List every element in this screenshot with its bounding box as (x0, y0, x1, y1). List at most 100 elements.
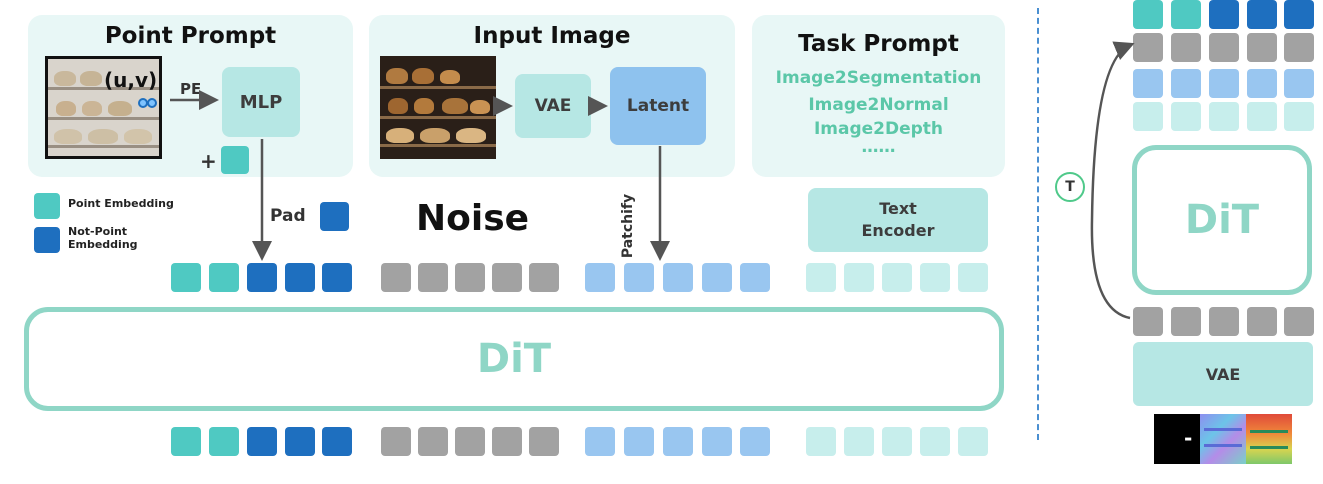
output-dash: - (1184, 426, 1193, 450)
task-prompt-panel: Task Prompt Image2Segmentation Image2Nor… (752, 15, 1005, 177)
token-noise (1284, 307, 1314, 336)
token-not-point (322, 427, 352, 456)
dit-side-label: DiT (1184, 197, 1260, 243)
token-text (1133, 102, 1163, 131)
token-text (1247, 102, 1277, 131)
output-depth (1246, 414, 1292, 464)
legend-point-swatch (34, 193, 60, 219)
token-noise (455, 427, 485, 456)
output-normal (1200, 414, 1246, 464)
token-point (1171, 0, 1201, 29)
token-point (171, 427, 201, 456)
task-item: Image2Segmentation (775, 68, 982, 88)
token-noise (492, 263, 522, 292)
point-marker-icon (138, 98, 157, 108)
token-noise (1133, 33, 1163, 62)
legend-point-label: Point Embedding (68, 197, 174, 210)
point-prompt-title: Point Prompt (104, 23, 277, 49)
token-text (882, 427, 912, 456)
dit-main-label: DiT (476, 336, 552, 382)
pad-token (320, 202, 349, 231)
token-text (1209, 102, 1239, 131)
token-noise (381, 427, 411, 456)
token-point (171, 263, 201, 292)
token-latent (624, 263, 654, 292)
token-latent (702, 263, 732, 292)
point-token-small (221, 146, 249, 174)
token-point (1133, 0, 1163, 29)
token-latent (1209, 69, 1239, 98)
token-latent (663, 263, 693, 292)
token-text (1284, 102, 1314, 131)
legend-not-point-label: Not-Point Embedding (68, 225, 138, 251)
token-text (806, 427, 836, 456)
token-text (882, 263, 912, 292)
token-noise (492, 427, 522, 456)
token-latent (624, 427, 654, 456)
token-noise (529, 427, 559, 456)
token-text (844, 263, 874, 292)
token-latent (585, 427, 615, 456)
timestep-label: T (1065, 179, 1075, 195)
input-image (380, 56, 496, 159)
token-noise (1209, 307, 1239, 336)
task-item: …… (861, 137, 896, 157)
text-encoder-box: Text Encoder (808, 188, 988, 252)
token-latent (1284, 69, 1314, 98)
task-list: Image2Segmentation Image2Normal Image2De… (752, 65, 1005, 161)
token-not-point (247, 427, 277, 456)
token-not-point (285, 427, 315, 456)
token-not-point (1284, 0, 1314, 29)
token-noise (1284, 33, 1314, 62)
token-latent (702, 427, 732, 456)
latent-box: Latent (610, 67, 706, 145)
plus-label: + (200, 149, 217, 173)
token-text (844, 427, 874, 456)
token-not-point (322, 263, 352, 292)
token-noise (418, 427, 448, 456)
pad-label: Pad (270, 206, 306, 226)
side-vae-box: VAE (1133, 342, 1313, 406)
uv-label: (u,v) (104, 68, 158, 92)
task-item: Image2Depth (813, 119, 944, 139)
token-noise (1171, 307, 1201, 336)
token-noise (1247, 307, 1277, 336)
token-text (806, 263, 836, 292)
token-latent (585, 263, 615, 292)
token-not-point (1247, 0, 1277, 29)
token-latent (740, 427, 770, 456)
dit-side-block: DiT (1132, 145, 1312, 295)
token-noise (455, 263, 485, 292)
section-divider (1037, 8, 1039, 440)
token-latent (740, 263, 770, 292)
token-point (209, 427, 239, 456)
input-image-title: Input Image (473, 23, 631, 49)
token-noise (381, 263, 411, 292)
token-noise (529, 263, 559, 292)
arrow-loop (1090, 41, 1135, 320)
token-not-point (1209, 0, 1239, 29)
mlp-box: MLP (222, 67, 300, 137)
task-prompt-title: Task Prompt (798, 31, 959, 57)
token-latent (663, 427, 693, 456)
token-noise (418, 263, 448, 292)
token-noise (1209, 33, 1239, 62)
token-text (958, 263, 988, 292)
token-point (209, 263, 239, 292)
pe-label: PE (180, 80, 202, 98)
token-latent (1133, 69, 1163, 98)
timestep-loop-icon: T (1055, 172, 1085, 202)
token-noise (1171, 33, 1201, 62)
legend-not-point-swatch (34, 227, 60, 253)
dit-main-block: DiT (24, 307, 1004, 411)
token-latent (1247, 69, 1277, 98)
output-maps: - (1154, 414, 1292, 464)
vae-box: VAE (515, 74, 591, 138)
token-noise (1247, 33, 1277, 62)
token-latent (1171, 69, 1201, 98)
token-text (920, 263, 950, 292)
token-text (920, 427, 950, 456)
token-text (1171, 102, 1201, 131)
token-not-point (285, 263, 315, 292)
